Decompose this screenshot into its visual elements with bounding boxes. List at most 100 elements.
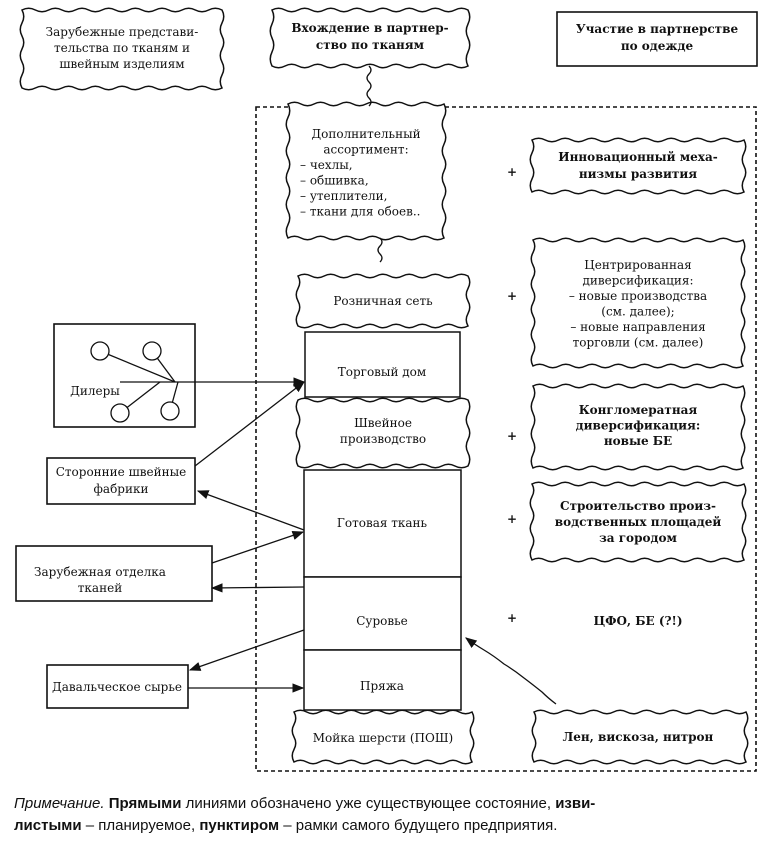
tolling-label: Давальческое сырье (52, 680, 182, 694)
foreign-finishing-line: Зарубежная отделка (34, 565, 166, 579)
innovation-line: Инновационный меха- (558, 150, 717, 164)
extra-assortment-line: – утеплители, (300, 189, 387, 203)
note-curvy-1: изви- (555, 795, 596, 812)
trade-house-label: Торговый дом (338, 365, 427, 379)
existing-links (120, 377, 306, 693)
foreign-reps-label: Зарубежные представи-тельства по тканям … (46, 25, 199, 71)
yarn-box (303, 649, 462, 711)
wool-wash-line: Мойка шерсти (ПОШ) (313, 731, 453, 745)
conglomerate-line: Конгломератная (579, 403, 698, 417)
innovation-label: Инновационный меха-низмы развития (558, 150, 717, 181)
note-prefix: Примечание. (14, 795, 105, 812)
innovation-box (529, 137, 747, 195)
fabric-partnership-line: ство по тканям (316, 38, 425, 52)
centered-div-box (530, 237, 746, 369)
extra-assortment-line: – ткани для обоев.. (300, 205, 420, 219)
construction-label: Строительство произ-водственных площадей… (555, 499, 722, 545)
foreign-reps-line: Зарубежные представи- (46, 25, 199, 39)
extra-assortment-line: – чехлы, (300, 158, 353, 172)
footnote: Примечание. Прямыми линиями обозначено у… (14, 793, 754, 837)
raw-line: Суровье (356, 614, 408, 628)
centered-div-line: торговли (см. далее) (573, 336, 704, 350)
trade-house-line: Торговый дом (338, 365, 427, 379)
trade-house-box (304, 331, 461, 398)
sewing-box (295, 397, 471, 469)
clothing-partnership-line: по одежде (621, 39, 694, 53)
finished-fabric-line: Готовая ткань (337, 516, 428, 530)
fabric-partnership-line: Вхождение в партнер- (291, 21, 448, 35)
yarn-line: Пряжа (360, 679, 404, 693)
foreign-reps-line: тельства по тканям и (54, 41, 190, 55)
plus-sign: + (507, 165, 517, 179)
foreign-finishing-label: Зарубежная отделка тканей (34, 565, 166, 595)
fabric-partnership-box (269, 7, 471, 69)
construction-line: Строительство произ- (560, 499, 716, 513)
extra-assortment-line: ассортимент: (323, 143, 408, 157)
conglomerate-label: Конгломератная диверсификация:новые БЕ (576, 403, 701, 448)
sewing-line: производство (340, 432, 426, 446)
sewing-label: Швейное производство (340, 416, 426, 446)
centered-div-line: – новые направления (570, 320, 705, 334)
yarn-label: Пряжа (360, 679, 404, 693)
retail-box (295, 273, 471, 329)
plus-sign: + (507, 611, 517, 625)
construction-line: водственных площадей (555, 515, 722, 529)
fibers-box (531, 709, 749, 765)
clothing-partnership-label: Участие в партнерстве по одежде (576, 22, 739, 53)
note-curvy-2: листыми (14, 817, 82, 834)
foreign-reps-line: швейным изделиям (59, 57, 184, 71)
centered-div-line: Центрированная (584, 258, 691, 272)
plus-sign: + (507, 429, 517, 443)
note-text-3: – рамки самого будущего предприятия. (283, 817, 558, 834)
tolling-line: Давальческое сырье (52, 680, 182, 694)
dealers-label: Дилеры (70, 384, 120, 398)
construction-line: за городом (599, 531, 677, 545)
planned-links (366, 65, 557, 705)
foreign-reps-box (19, 7, 225, 91)
third-party-box (46, 457, 196, 505)
note-dashed: пунктиром (199, 817, 280, 834)
fibers-label: Лен, вискоза, нитрон (563, 730, 714, 744)
foreign-finishing-line: тканей (78, 581, 122, 595)
cfo-line: ЦФО, БЕ (?!) (593, 614, 682, 628)
note-straight: Прямыми (108, 795, 182, 812)
finished-fabric-box (303, 469, 462, 578)
wool-wash-box (291, 709, 475, 765)
tolling-box (46, 664, 189, 709)
extra-assortment-box (285, 101, 447, 241)
extra-assortment-line: Дополнительный (311, 127, 420, 141)
future-enterprise-frame (255, 106, 757, 772)
plus-sign: + (507, 289, 517, 303)
extra-assortment-label: Дополнительный ассортимент:– чехлы, – обши… (300, 127, 421, 219)
foreign-finishing-box (15, 545, 213, 602)
retail-label: Розничная сеть (333, 294, 433, 308)
conglomerate-line: диверсификация: (576, 419, 701, 433)
centered-div-line: (см. далее); (601, 305, 674, 319)
centered-div-line: – новые производства (569, 289, 707, 303)
third-party-line: Сторонние швейные (56, 465, 187, 479)
sewing-line: Швейное (354, 416, 412, 430)
note-text-1: линиями обозначено уже существующее сост… (185, 795, 552, 812)
fabric-partnership-label: Вхождение в партнер-ство по тканям (291, 21, 448, 52)
construction-box (529, 481, 747, 563)
note-text-2: – планируемое, (85, 817, 196, 834)
finished-fabric-label: Готовая ткань (337, 516, 428, 530)
extra-assortment-line: – обшивка, (300, 174, 369, 188)
dealers-line: Дилеры (70, 384, 120, 398)
wool-wash-label: Мойка шерсти (ПОШ) (313, 731, 453, 745)
plus-sign: + (507, 512, 517, 526)
clothing-partnership-box (556, 11, 758, 67)
third-party-line: фабрики (94, 482, 149, 496)
third-party-label: Сторонние швейные фабрики (56, 465, 187, 496)
dealers-network-icon (90, 341, 180, 423)
conglomerate-line: новые БЕ (604, 434, 672, 448)
conglomerate-box (530, 383, 746, 471)
retail-line: Розничная сеть (333, 294, 433, 308)
cfo-label: ЦФО, БЕ (?!) (593, 614, 682, 628)
central-column (303, 331, 462, 711)
innovation-line: низмы развития (579, 167, 697, 181)
clothing-partnership-line: Участие в партнерстве (576, 22, 739, 36)
fibers-line: Лен, вискоза, нитрон (563, 730, 714, 744)
